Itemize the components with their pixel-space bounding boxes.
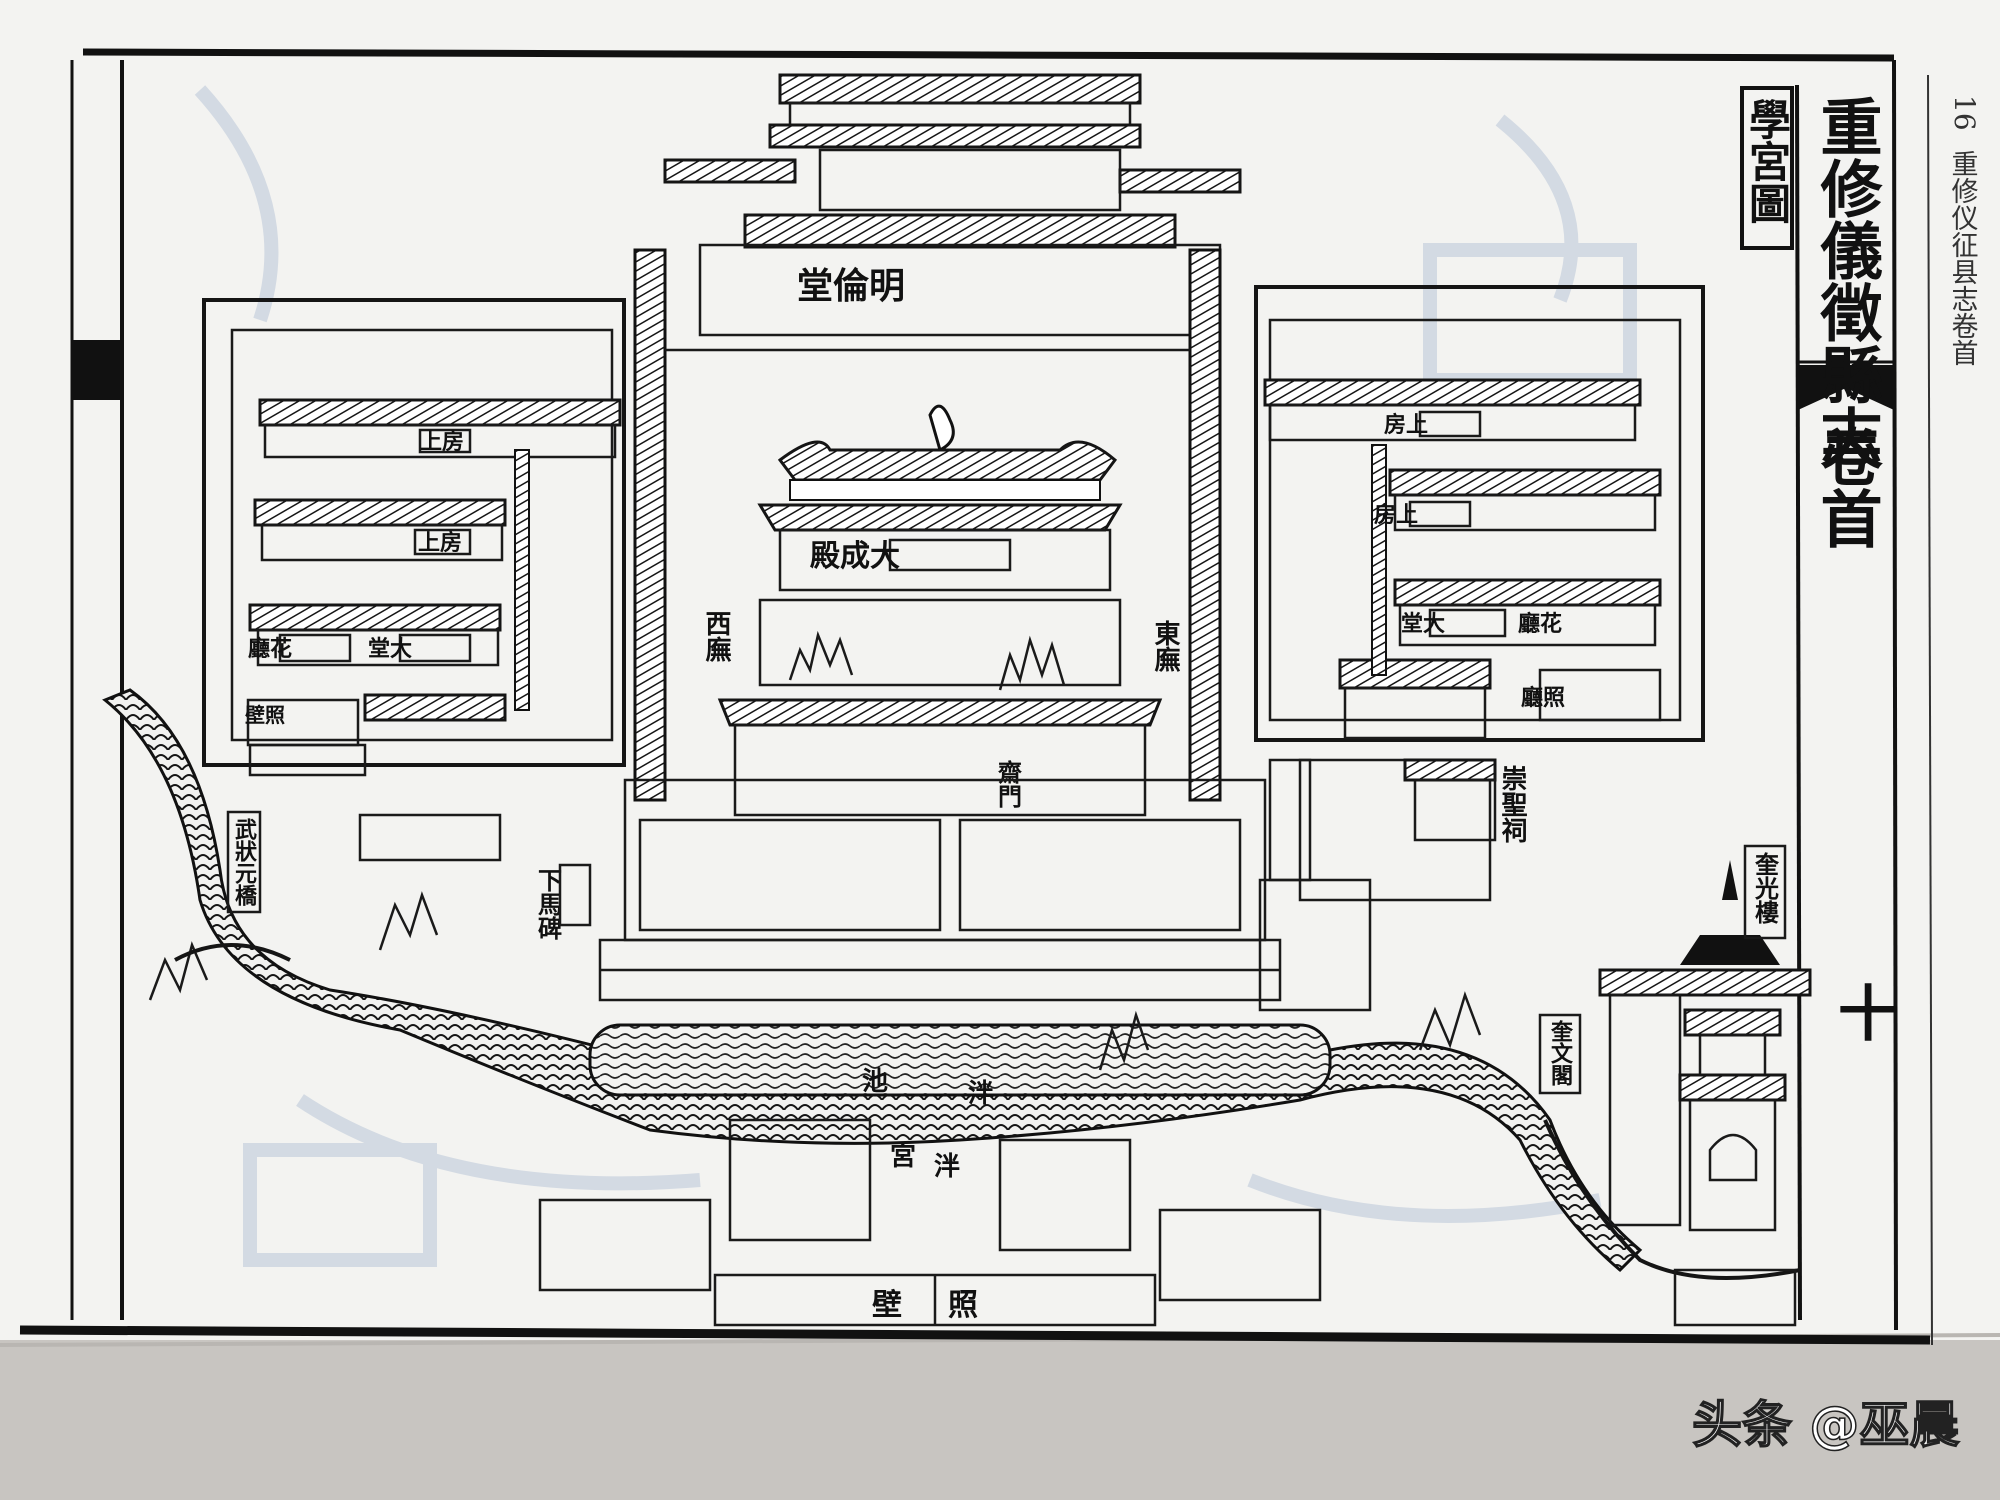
label-studio-gate: 齋門 — [994, 759, 1023, 809]
label-chongsheng-shrine: 崇聖祠 — [1497, 765, 1527, 843]
show-through-ghost — [194, 85, 1637, 1267]
left-buildings — [246, 398, 622, 777]
running-head-title: 重修仪征县志卷首 — [1947, 150, 1979, 366]
label-right-flower-hall: 花廳 — [1518, 611, 1562, 637]
label-right-quarters-2: 上房 — [1374, 502, 1418, 528]
label-left-main-hall: 大堂 — [368, 636, 412, 662]
label-right-quarters-1: 上房 — [1384, 412, 1428, 438]
label-pan-palace-1: 泮 — [934, 1152, 960, 1182]
label-pan-palace-2: 宮 — [890, 1141, 916, 1172]
dismount-stele-marker — [558, 863, 592, 927]
watermark: 头条 @巫晨 — [1692, 1396, 1959, 1454]
label-screen-wall-2: 壁 — [872, 1288, 902, 1323]
running-head: 16 重修仪征县志卷首 — [1947, 95, 1982, 366]
central-temple-complex: 明倫堂 大成殿 西廡 東廡 齋門 — [598, 73, 1372, 1012]
label-dacheng-hall: 大成殿 — [810, 539, 900, 574]
label-left-screen-hall: 照壁 — [245, 703, 285, 727]
label-kuiguang-tower: 奎光樓 — [1751, 852, 1780, 925]
label-right-screen-hall: 照廳 — [1521, 685, 1565, 711]
label-east-wing: 東廡 — [1150, 620, 1180, 673]
label-minglun-hall: 明倫堂 — [797, 265, 905, 307]
label-left-quarters-1: 上房 — [420, 429, 464, 455]
label-pan-pond-2: 池 — [862, 1067, 888, 1097]
chapter-title: 卷首 — [1810, 425, 1883, 549]
map-title: 學宮圖 — [1743, 98, 1792, 224]
label-wu-zhuangyuan-bridge: 武狀元橋 — [231, 818, 257, 906]
print-frame — [19, 48, 1933, 1346]
front-gates-and-screen-wall: 壁 照 — [538, 1118, 1322, 1327]
page-number: 16 — [1948, 95, 1981, 131]
label-screen-wall-1: 照 — [948, 1288, 978, 1323]
pan-pond-and-stream: 池 泮 宮 泮 — [102, 688, 1643, 1273]
label-pan-pond-1: 泮 — [968, 1079, 994, 1109]
dacheng-hall-building — [757, 404, 1123, 592]
right-residence-compound: 上房 上房 大堂 花廳 照廳 崇聖祠 — [1254, 285, 1705, 902]
label-right-main-hall: 大堂 — [1401, 611, 1445, 637]
label-left-flower-hall: 花廳 — [248, 636, 292, 662]
kuiguang-tower: 奎光樓 奎文閣 — [1538, 844, 1812, 1327]
label-kuiwen-pavilion: 奎文閣 — [1547, 1019, 1574, 1087]
margin-numeral: 十 — [1838, 980, 1898, 1050]
courtyard-trees — [788, 630, 1066, 691]
title-column: 重修儀徵縣志 卷首 學宮圖 十 — [1740, 86, 1898, 1050]
book-title: 重修儀徵縣志 — [1810, 95, 1884, 467]
label-left-quarters-2: 上房 — [418, 530, 462, 556]
left-residence-compound: 上房 上房 大堂 花廳 照壁 — [202, 298, 626, 862]
wu-zhuangyuan-bridge: 武狀元橋 — [174, 810, 291, 962]
label-west-wing: 西廡 — [701, 610, 731, 663]
top-tower — [663, 73, 1242, 249]
label-dismount-stele: 下馬碑 — [534, 868, 563, 940]
